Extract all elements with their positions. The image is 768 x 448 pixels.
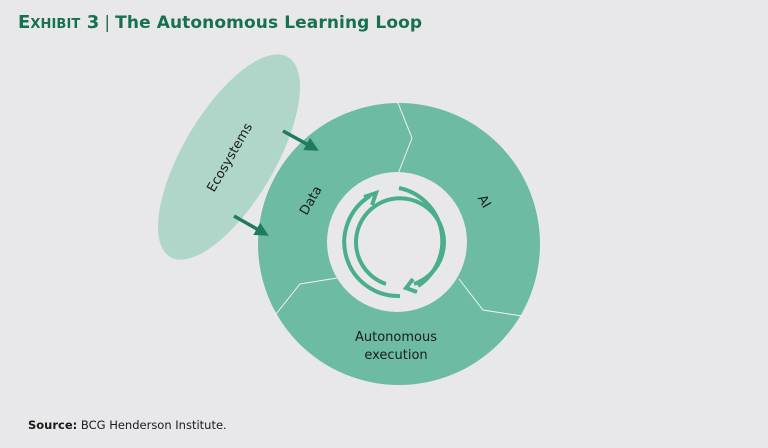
ecosystems-to-data-arrow-lower	[233, 214, 269, 236]
cycle-arrowhead-bottom	[402, 277, 418, 294]
ecosystems-to-data-arrow-upper	[282, 129, 319, 151]
exhibit-number: Exhibit 3	[18, 12, 100, 33]
ecosystems-ellipse	[158, 54, 300, 260]
divider-data-execution	[275, 277, 338, 315]
divider-ai-execution	[458, 278, 523, 317]
source-text: BCG Henderson Institute.	[80, 418, 227, 432]
cycle-arrowhead-top	[363, 189, 380, 206]
source-label: Source:	[28, 418, 78, 432]
source-note: Source: BCG Henderson Institute.	[28, 418, 227, 432]
cycle-arc-inner	[354, 196, 446, 286]
divider-data-ai	[397, 102, 413, 175]
cycle-arc-left	[342, 194, 401, 299]
title-separator: |	[104, 13, 111, 33]
segment-label-execution-line2: execution	[364, 348, 427, 363]
page-title: The Autonomous Learning Loop	[115, 13, 423, 33]
segment-label-execution-line1: Autonomous	[355, 330, 437, 345]
exhibit-title: Exhibit 3|The Autonomous Learning Loop	[18, 12, 422, 33]
cycle-arrows-icon	[342, 186, 446, 299]
